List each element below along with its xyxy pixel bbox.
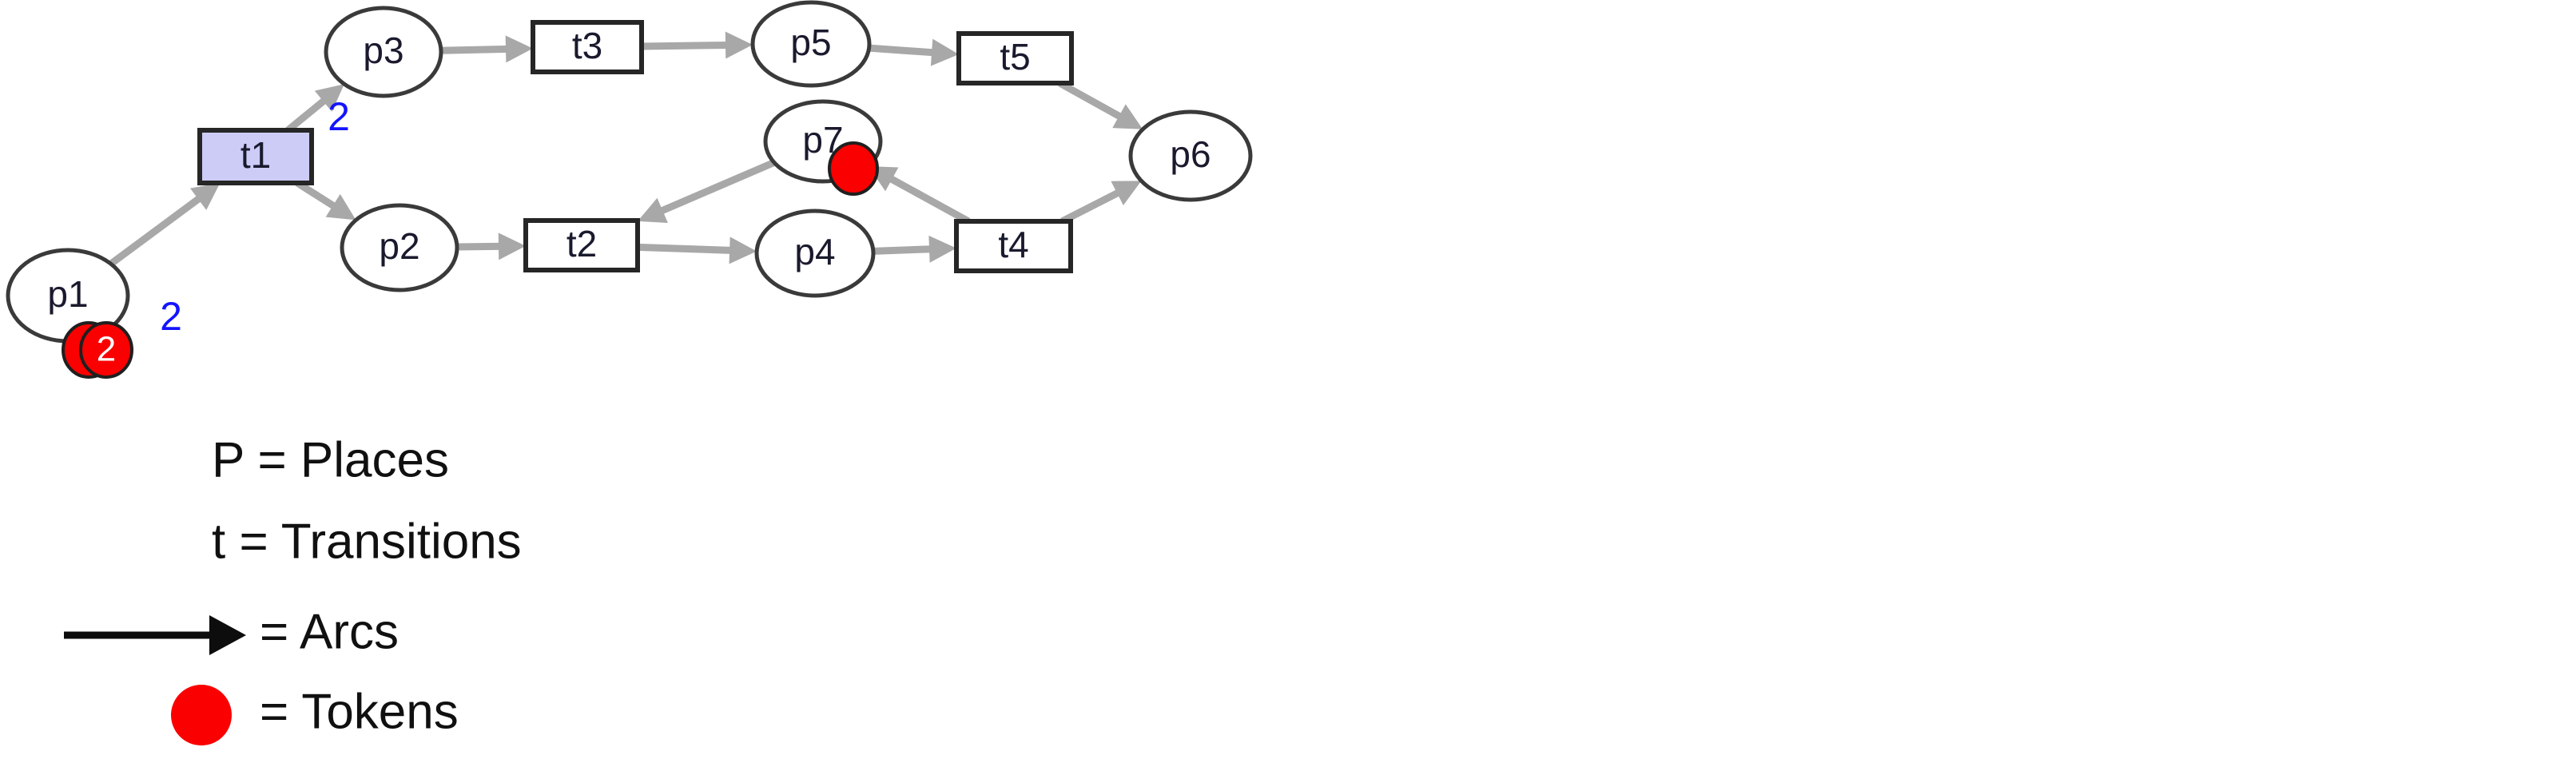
legend-token-icon — [171, 685, 232, 745]
place-label-p3: p3 — [363, 30, 403, 71]
arc-t2-to-p4 — [637, 236, 757, 264]
place-label-p5: p5 — [790, 22, 831, 63]
transition-shape-t1[interactable] — [197, 128, 314, 185]
place-shape-p5[interactable] — [750, 0, 872, 88]
arc-t4-to-p7 — [868, 166, 971, 225]
legend-label-arcs: = Arcs — [260, 604, 399, 659]
legend-label-transitions: t = Transitions — [212, 514, 522, 569]
place-p2[interactable]: p2 — [340, 203, 459, 292]
token-icon-p7 — [828, 141, 879, 196]
arc-p1-to-t1 — [109, 183, 221, 267]
transition-shape-t3[interactable] — [531, 20, 644, 74]
place-shape-p4[interactable] — [754, 209, 876, 298]
arcs-layer — [109, 31, 1143, 267]
arc-weights-layer: 22 — [160, 94, 350, 339]
place-label-p1: p1 — [47, 273, 88, 315]
transition-shape-t4[interactable] — [954, 219, 1073, 273]
place-shape-p6[interactable] — [1128, 109, 1253, 202]
transition-label-t5: t5 — [1000, 36, 1030, 78]
place-p6[interactable]: p6 — [1128, 109, 1253, 202]
place-p3[interactable]: p3 — [324, 6, 443, 98]
legend-arrow-icon — [64, 615, 246, 655]
arc-p5-to-t5 — [869, 38, 959, 66]
arc-p3-to-t3 — [440, 35, 533, 63]
arc-t4-to-p6 — [1060, 181, 1142, 225]
arc-p4-to-t4 — [873, 235, 956, 263]
arc-weight-t1-p3: 2 — [328, 94, 350, 139]
tokens-layer: 2 — [62, 141, 879, 379]
arc-t3-to-p5 — [641, 31, 753, 59]
place-p5[interactable]: p5 — [750, 0, 872, 88]
place-p4[interactable]: p4 — [754, 209, 876, 298]
legend-label-tokens: = Tokens — [260, 684, 459, 739]
transition-shape-t2[interactable] — [523, 218, 640, 272]
place-shape-p2[interactable] — [340, 203, 459, 292]
transition-t5[interactable]: t5 — [956, 31, 1074, 85]
legend: P = Places t = Transitions = Arcs = Toke… — [64, 432, 522, 745]
transition-label-t1: t1 — [241, 134, 271, 176]
transition-label-t3: t3 — [572, 25, 602, 66]
arc-t1-to-p2 — [295, 180, 356, 221]
transition-t2[interactable]: t2 — [523, 218, 640, 272]
arc-t1-to-p3 — [285, 84, 344, 133]
token-group-p1: 2 — [62, 321, 133, 379]
transition-t1[interactable]: t1 — [197, 128, 314, 185]
place-label-p6: p6 — [1170, 133, 1210, 175]
token-icon-p1 — [79, 321, 133, 379]
transition-label-t4: t4 — [998, 224, 1028, 265]
arc-weight-p1-t1: 2 — [160, 294, 182, 339]
transition-label-t2: t2 — [566, 223, 597, 264]
token-count-p1: 2 — [97, 330, 116, 369]
place-label-p2: p2 — [379, 225, 419, 267]
transition-shape-t5[interactable] — [956, 31, 1074, 85]
legend-label-places: P = Places — [212, 432, 449, 487]
transition-t4[interactable]: t4 — [954, 219, 1073, 273]
place-shape-p3[interactable] — [324, 6, 443, 98]
arc-p2-to-t2 — [456, 233, 526, 260]
token-group-p7 — [828, 141, 879, 196]
arc-t5-to-p6 — [1058, 80, 1143, 129]
transition-t3[interactable]: t3 — [531, 20, 644, 74]
place-label-p4: p4 — [794, 231, 835, 272]
arc-p7-to-t2 — [638, 159, 776, 224]
